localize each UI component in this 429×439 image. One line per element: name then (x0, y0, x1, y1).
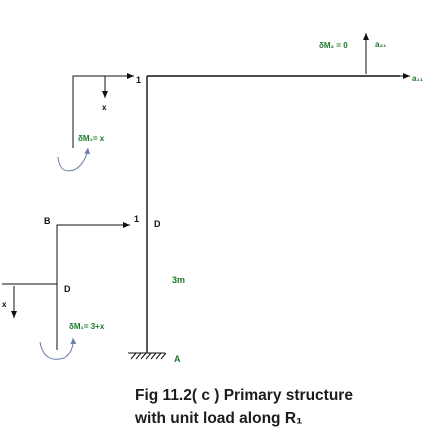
upper-delta-m1-label: δM₁= x (78, 134, 105, 143)
lower-moment-arrow (39, 337, 77, 360)
height-3m-label: 3m (172, 275, 185, 285)
a21-label: a₂₁ (375, 40, 387, 49)
unit-load-top-label: 1 (136, 75, 141, 85)
upper-x-label: x (102, 103, 107, 112)
fixed-support (128, 352, 167, 360)
middle-fbd-member (56, 222, 130, 350)
caption-line-2: with unit load along R₁ (135, 410, 303, 427)
figure-caption: Fig 11.2( c ) Primary structure with uni… (135, 384, 427, 430)
upper-moment-arrow (57, 147, 91, 172)
point-d-right-label: D (154, 219, 161, 229)
caption-line-1: Fig 11.2( c ) Primary structure (135, 387, 353, 404)
point-d-left-label: D (64, 284, 71, 294)
left-x-label: x (2, 300, 7, 309)
a11-label: a₁₁ (412, 74, 424, 83)
lower-delta-m1-label: δM₁= 3+x (69, 322, 105, 331)
point-a-label: A (174, 354, 181, 364)
delta-m2-label: δM₂ = 0 (319, 41, 348, 50)
upper-fbd-member (72, 75, 129, 148)
point-b-label: B (44, 216, 51, 226)
unit-load-mid-label: 1 (134, 214, 139, 224)
